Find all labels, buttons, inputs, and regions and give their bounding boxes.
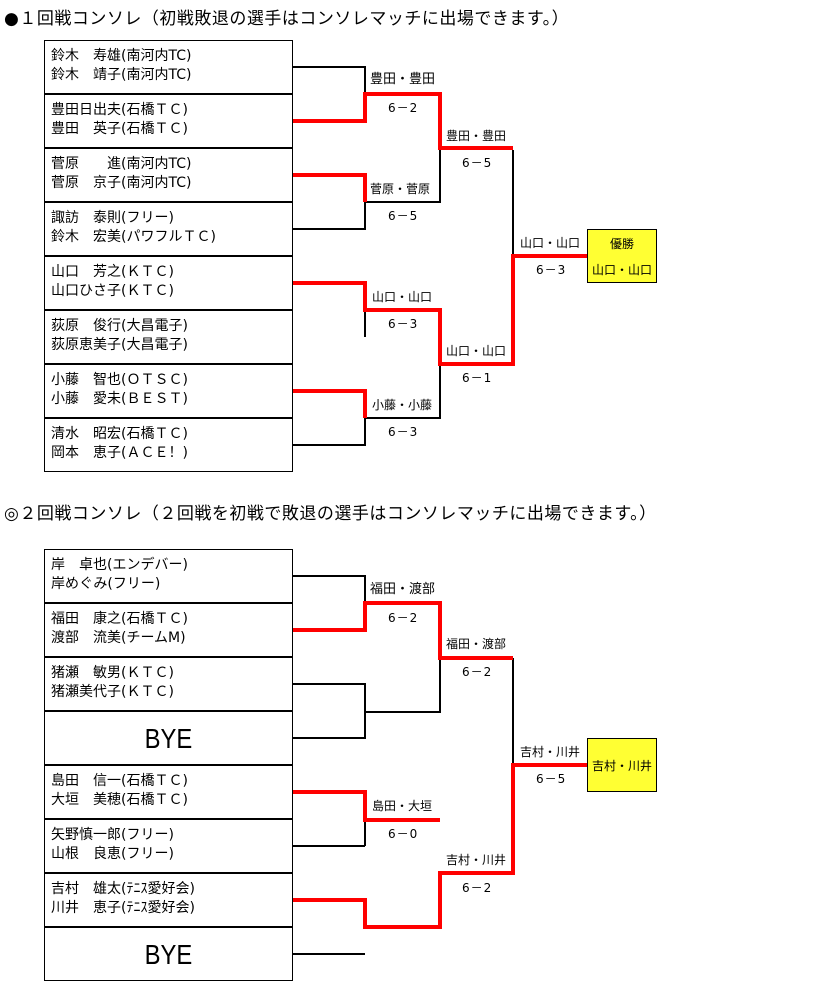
r2-winner-label: 豊田・豊田 bbox=[446, 129, 507, 143]
r2-winner-label: 福田・渡部 bbox=[446, 637, 507, 651]
team-box: 岸 卓也(エンデバー) 岸めぐみ(フリー) bbox=[44, 549, 293, 603]
r2-score: 6－2 bbox=[462, 665, 493, 679]
player-name: 豊田日出夫(石橋ＴＣ) bbox=[51, 102, 188, 118]
team-box: 菅原 進(南河内TC) 菅原 京子(南河内TC) bbox=[44, 148, 293, 202]
player-name: 荻原恵美子(大昌電子) bbox=[51, 337, 188, 353]
champion-box: 優勝 山口・山口 bbox=[587, 229, 657, 283]
player-name: 諏訪 泰則(フリー) bbox=[51, 210, 174, 226]
r1-winner-label: 島田・大垣 bbox=[372, 799, 433, 813]
player-name: 猪瀬 敏男(ＫＴＣ) bbox=[51, 665, 174, 681]
player-name: 鈴木 宏美(パワフルＴＣ) bbox=[51, 229, 216, 245]
player-name: 清水 昭宏(石橋ＴＣ) bbox=[51, 426, 188, 442]
team-box: 豊田日出夫(石橋ＴＣ) 豊田 英子(石橋ＴＣ) bbox=[44, 94, 293, 148]
section1-heading: ●１回戦コンソレ（初戦敗退の選手はコンソレマッチに出場できます。） bbox=[4, 9, 570, 29]
r1-score: 6－0 bbox=[388, 827, 419, 841]
r1-score: 6－3 bbox=[388, 425, 419, 439]
player-name: 矢野慎一郎(フリー) bbox=[51, 827, 174, 843]
r1-score: 6－2 bbox=[388, 611, 419, 625]
champion-title: 優勝 bbox=[609, 237, 634, 251]
team-box: 山口 芳之(ＫＴＣ) 山口ひさ子(ＫＴＣ) bbox=[44, 256, 293, 310]
team-box: 鈴木 寿雄(南河内TC) 鈴木 靖子(南河内TC) bbox=[44, 40, 293, 94]
player-name: 渡部 流美(チームM) bbox=[51, 630, 186, 646]
player-name: 岸 卓也(エンデバー) bbox=[51, 557, 188, 573]
team-box: 猪瀬 敏男(ＫＴＣ) 猪瀬美代子(ＫＴＣ) bbox=[44, 657, 293, 711]
r1-winner-label: 小藤・小藤 bbox=[372, 398, 433, 412]
r1-winner-label: 福田・渡部 bbox=[370, 582, 436, 597]
player-name: 山口ひさ子(ＫＴＣ) bbox=[51, 283, 174, 299]
player-name: 猪瀬美代子(ＫＴＣ) bbox=[51, 684, 174, 700]
r1-score: 6－3 bbox=[388, 317, 419, 331]
bye-label: BYE bbox=[144, 723, 193, 754]
section2-black-lines bbox=[293, 575, 514, 955]
player-name: 荻原 俊行(大昌電子) bbox=[51, 318, 188, 334]
player-name: 菅原 京子(南河内TC) bbox=[51, 175, 192, 191]
player-name: 山口 芳之(ＫＴＣ) bbox=[51, 264, 174, 280]
r2-score: 6－5 bbox=[462, 156, 493, 170]
r2-winner-label: 吉村・川井 bbox=[446, 853, 507, 867]
team-box: 福田 康之(石橋ＴＣ) 渡部 流美(チームM) bbox=[44, 603, 293, 657]
bye-label: BYE bbox=[144, 939, 193, 970]
final-winner-label: 山口・山口 bbox=[520, 236, 581, 250]
player-name: 岸めぐみ(フリー) bbox=[51, 576, 161, 592]
r1-winner-label: 菅原・菅原 bbox=[370, 182, 431, 196]
player-name: 山根 良恵(フリー) bbox=[51, 846, 174, 862]
final-winner-label: 吉村・川井 bbox=[520, 745, 581, 759]
player-name: 大垣 美穂(石橋ＴＣ) bbox=[51, 792, 188, 808]
team-box: 諏訪 泰則(フリー) 鈴木 宏美(パワフルＴＣ) bbox=[44, 202, 293, 256]
player-name: 小藤 智也(ＯＴＳＣ) bbox=[51, 372, 188, 388]
player-name: 島田 信一(石橋ＴＣ) bbox=[51, 773, 188, 789]
champion-name: 吉村・川井 bbox=[591, 759, 652, 773]
section2-heading: ◎２回戦コンソレ（２回戦を初戦で敗退の選手はコンソレマッチに出場できます。） bbox=[4, 504, 657, 524]
section1-winner-lines bbox=[293, 92, 588, 418]
bye-box: BYE bbox=[44, 711, 293, 765]
section2-winner-lines bbox=[293, 601, 588, 929]
section1-black-lines bbox=[293, 66, 514, 446]
champion-name: 山口・山口 bbox=[591, 263, 652, 277]
player-name: 鈴木 靖子(南河内TC) bbox=[51, 67, 192, 83]
bye-box: BYE bbox=[44, 927, 293, 981]
champion-box: 吉村・川井 bbox=[587, 738, 657, 792]
team-box: 清水 昭宏(石橋ＴＣ) 岡本 恵子(ＡＣＥ！) bbox=[44, 418, 293, 472]
player-name: 菅原 進(南河内TC) bbox=[51, 156, 192, 172]
r2-score: 6－2 bbox=[462, 881, 493, 895]
r1-winner-label: 豊田・豊田 bbox=[370, 72, 436, 87]
player-name: 川井 恵子(ﾃﾆｽ愛好会) bbox=[51, 900, 195, 916]
team-box: 荻原 俊行(大昌電子) 荻原恵美子(大昌電子) bbox=[44, 310, 293, 364]
r2-winner-label: 山口・山口 bbox=[446, 344, 507, 358]
team-box: 吉村 雄太(ﾃﾆｽ愛好会) 川井 恵子(ﾃﾆｽ愛好会) bbox=[44, 873, 293, 927]
r1-winner-label: 山口・山口 bbox=[372, 290, 433, 304]
player-name: 豊田 英子(石橋ＴＣ) bbox=[51, 121, 188, 137]
player-name: 福田 康之(石橋ＴＣ) bbox=[51, 611, 188, 627]
r1-score: 6－2 bbox=[388, 101, 419, 115]
team-box: 矢野慎一郎(フリー) 山根 良恵(フリー) bbox=[44, 819, 293, 873]
r1-score: 6－5 bbox=[388, 209, 419, 223]
player-name: 吉村 雄太(ﾃﾆｽ愛好会) bbox=[51, 881, 195, 897]
player-name: 鈴木 寿雄(南河内TC) bbox=[51, 48, 192, 64]
r2-score: 6－1 bbox=[462, 371, 493, 385]
final-score: 6－3 bbox=[536, 263, 567, 277]
player-name: 小藤 愛未(ＢＥＳＴ) bbox=[51, 391, 188, 407]
team-box: 小藤 智也(ＯＴＳＣ) 小藤 愛未(ＢＥＳＴ) bbox=[44, 364, 293, 418]
final-score: 6－5 bbox=[536, 772, 567, 786]
player-name: 岡本 恵子(ＡＣＥ！) bbox=[51, 445, 188, 461]
team-box: 島田 信一(石橋ＴＣ) 大垣 美穂(石橋ＴＣ) bbox=[44, 765, 293, 819]
